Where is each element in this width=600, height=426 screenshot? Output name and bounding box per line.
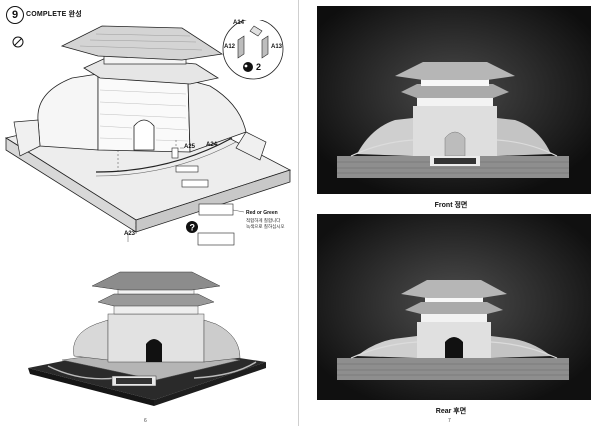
color-note-line2: 녹색으로 칠하십시오 — [246, 224, 285, 229]
left-page-number: 6 — [144, 418, 147, 424]
part-label-a24: A24 — [206, 142, 218, 148]
completed-model-photo — [28, 271, 266, 406]
right-page: Front 정면 Rear 후면 — [302, 0, 600, 426]
rear-caption: Rear 후면 — [435, 408, 467, 415]
part-label-a25: A25 — [184, 144, 196, 150]
color-note-title: Red or Green — [246, 210, 278, 216]
assembly-diagram: ? — [4, 20, 292, 246]
left-page: 9 COMPLETE 완성 — [0, 0, 299, 426]
step-title: COMPLETE 완성 — [26, 11, 82, 18]
step-number-badge: 9 — [6, 6, 24, 24]
part-label-a23: A23 — [124, 231, 136, 237]
svg-text:?: ? — [190, 223, 196, 233]
part-label-a14: A14 — [233, 20, 245, 26]
right-page-number: 7 — [448, 418, 451, 424]
rear-view-photo — [317, 214, 591, 400]
color-note-line1: 적합하게 칠합니다 — [246, 218, 281, 223]
part-label-a13: A13 — [271, 44, 283, 50]
front-caption: Front 정면 — [434, 202, 468, 209]
glue-count: 2 — [256, 62, 262, 72]
part-label-a12: A12 — [224, 44, 236, 50]
front-view-photo — [317, 6, 591, 194]
